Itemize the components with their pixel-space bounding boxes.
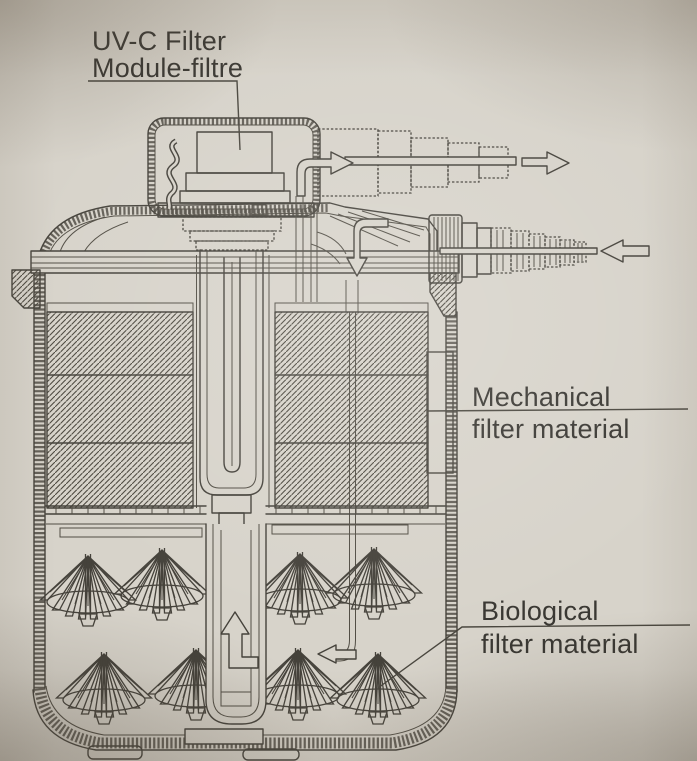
inlet-assembly [346, 214, 650, 284]
foot-center [242, 748, 300, 761]
lid-latch-left [11, 269, 41, 309]
tank-outline [32, 272, 458, 761]
uv-label-leader-line [88, 80, 241, 151]
uv-head-shell-section [148, 118, 320, 216]
uv-module-flange [185, 172, 285, 192]
riser-up-arrow-icon [220, 611, 259, 669]
mechanical-filter-media [46, 302, 429, 509]
uv-module-box [196, 131, 273, 174]
outflow-arrow-icon [521, 151, 570, 175]
internal-inflow-arrow-icon [346, 218, 389, 277]
foot-left [87, 745, 143, 760]
uv-quartz-tube [196, 249, 270, 530]
uv-label-line1: UV-C Filter [92, 26, 226, 56]
dome-profile-line [59, 216, 106, 253]
foam-block-left [46, 311, 194, 509]
divider-plate [45, 505, 446, 538]
mechanical-label-line1: Mechanical [472, 382, 611, 412]
annotations: UV-C Filter Module-filtre Mechanical fil… [88, 26, 691, 689]
lid-shoulder-right [429, 272, 457, 317]
mechanical-bracket [426, 351, 454, 474]
bio-media-star [55, 651, 153, 725]
inflow-arrow-icon [600, 239, 650, 263]
bio-media-star [325, 546, 423, 620]
outlet-assembly [296, 128, 570, 197]
mechanical-label: Mechanical filter material [426, 351, 689, 474]
head-collar [182, 216, 282, 232]
biological-label: Biological filter material [377, 596, 691, 689]
biological-chamber [39, 523, 427, 725]
biological-label-leader-line [377, 624, 691, 689]
biological-label-line2: filter material [481, 629, 639, 659]
bio-media-star [113, 547, 211, 621]
media-tray-right [271, 524, 409, 535]
base-center-plate [184, 728, 264, 745]
lid-wall-section [39, 204, 329, 258]
bio-media-star [39, 553, 137, 627]
lid-dome [37, 202, 438, 259]
uv-lamp [223, 257, 241, 473]
uv-module-label: UV-C Filter Module-filtre [88, 26, 243, 151]
mechanical-label-line2: filter material [472, 414, 630, 444]
to-riser-left-arrow-icon [317, 644, 357, 664]
dome-profile-line [83, 221, 129, 253]
bio-media-star [251, 551, 349, 625]
internal-outflow-arrow-icon [296, 151, 354, 197]
outlet-inner-pipe [344, 156, 517, 166]
media-tray-left [59, 527, 203, 538]
tank-floor-section [34, 687, 458, 749]
uv-head [147, 117, 321, 251]
inlet-inner-pipe [439, 247, 598, 255]
foam-block-right [274, 311, 429, 509]
biological-label-line1: Biological [481, 596, 599, 626]
mechanical-label-underline [426, 408, 689, 412]
uv-label-line2: Module-filtre [92, 53, 243, 83]
clamp-ring [11, 250, 460, 317]
